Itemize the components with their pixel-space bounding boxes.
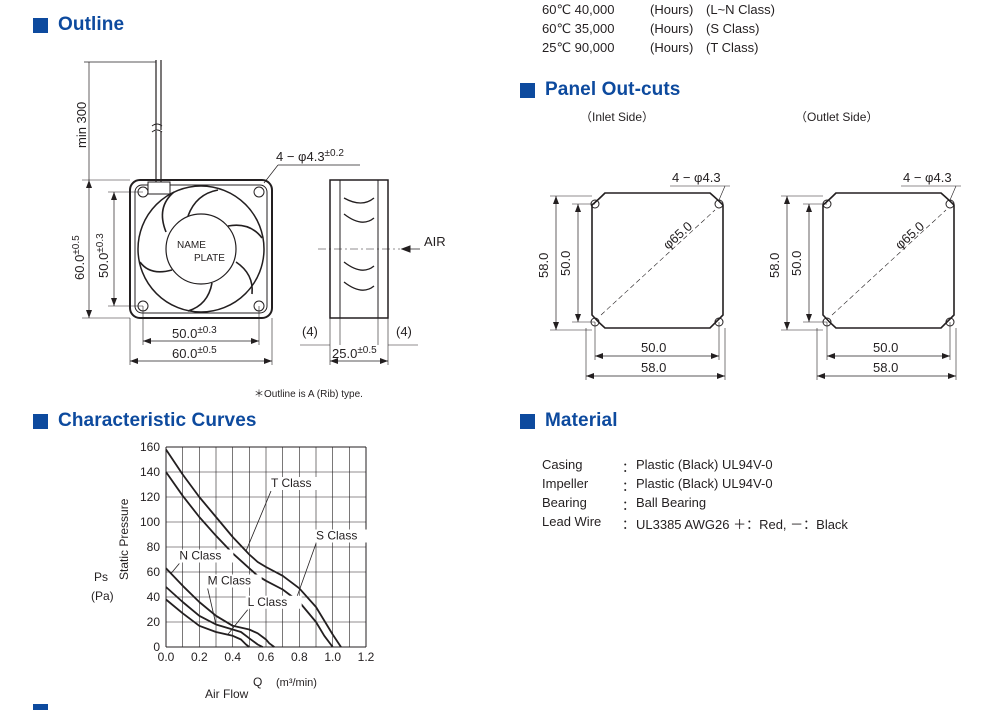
name-plate-hub <box>165 213 237 285</box>
height60-label: 60.0±0.5 <box>71 235 87 280</box>
series-leader <box>227 609 248 635</box>
series-leader <box>245 490 272 552</box>
series-label: M Class <box>208 574 251 588</box>
series-leader <box>170 563 180 574</box>
series-label-bg <box>269 477 325 490</box>
section-marker-icon <box>33 413 48 429</box>
name-plate-text: NAME <box>177 240 206 251</box>
side-dim-label: (4) <box>302 324 318 339</box>
y-symbol: Ps <box>94 570 108 584</box>
characteristic-curves-chart: 0.0 0.2 0.4 0.6 0.8 1.0 1.2 0 20 40 60 80 100 120 140 1… <box>91 440 375 701</box>
outlet-cutout <box>822 192 955 329</box>
panel-v50-label: 50.0 <box>558 251 573 276</box>
panel-section-title: Panel Out-cuts <box>520 79 680 101</box>
panel-dia-label: φ65.0 <box>892 219 927 253</box>
material-row: Bearing：Ball Bearing <box>542 495 707 513</box>
panel-v58-label: 58.0 <box>767 253 782 278</box>
y-axis-label: Static Pressure <box>117 498 131 580</box>
panel-hole-label: 4 − φ4.3 <box>903 170 952 185</box>
outlet-label: （Outlet Side） <box>795 110 878 124</box>
panel-h58-label: 58.0 <box>873 360 898 375</box>
x-symbol: Q <box>253 675 262 689</box>
series-label: L Class <box>248 595 288 609</box>
height50-label: 50.0±0.3 <box>95 233 111 278</box>
y-tick-label: 160 <box>140 440 160 454</box>
fan-front-view <box>129 179 273 319</box>
y-unit: (Pa) <box>91 589 114 603</box>
y-tick-label: 20 <box>147 615 161 629</box>
outline-note: ＊Outline is A (Rib) type. <box>254 389 363 400</box>
section-marker-icon <box>33 17 48 33</box>
depth-label: 25.0±0.5 <box>332 345 377 361</box>
side-dim-label: (4) <box>396 324 412 339</box>
y-tick-label: 60 <box>147 565 161 579</box>
series-label-bg <box>314 529 370 543</box>
panel-h58-label: 58.0 <box>641 360 666 375</box>
life-row: 60℃ 35,000 (Hours) (S Class) <box>542 21 760 36</box>
series-label: T Class <box>271 476 311 490</box>
series-label-bg <box>177 549 234 563</box>
panel-h50-label: 50.0 <box>641 340 666 355</box>
outline-drawing: min 300 4 − φ4.3±0.2 NAME PLATE 60.0±0.5… <box>71 60 446 365</box>
series-label-bg <box>245 595 302 609</box>
air-label: AIR <box>424 234 446 249</box>
mount-hole <box>253 186 265 198</box>
x-tick-label: 1.2 <box>358 650 375 664</box>
material-row: Lead Wire：UL3385 AWG26 ＋：Red, －：Black <box>542 514 848 532</box>
series-label: N Class <box>179 549 221 563</box>
material-row: Impeller：Plastic (Black) UL94V-0 <box>542 476 773 494</box>
y-tick-label: 80 <box>147 540 161 554</box>
curve-t-class <box>165 449 342 648</box>
x-tick-label: 0.6 <box>258 650 275 664</box>
lead-wire <box>155 60 162 130</box>
curves-section-title: Characteristic Curves <box>33 410 257 432</box>
series-label: S Class <box>316 529 357 543</box>
x-tick-label: 0.8 <box>291 650 308 664</box>
x-tick-label: 0.2 <box>191 650 208 664</box>
name-plate-text: PLATE <box>194 253 225 264</box>
y-tick-label: 40 <box>147 590 161 604</box>
panel-cutouts: （Inlet Side） （Outlet Side） <box>536 110 961 380</box>
inlet-label: （Inlet Side） <box>580 110 654 124</box>
curve-m-class <box>165 586 264 648</box>
material-section-title: Material <box>520 410 618 432</box>
next-section-marker <box>33 704 48 710</box>
series-leader <box>207 588 217 625</box>
x-axis-label: Air Flow <box>205 687 249 701</box>
width60-label: 60.0±0.5 <box>172 345 217 361</box>
hole-spec-label: 4 − φ4.3±0.2 <box>276 148 344 164</box>
x-tick-label: 0.0 <box>158 650 175 664</box>
y-tick-label: 100 <box>140 515 160 529</box>
y-tick-label: 120 <box>140 490 160 504</box>
panel-v58-label: 58.0 <box>536 253 551 278</box>
y-tick-label: 140 <box>140 465 160 479</box>
series-label-bg <box>205 574 262 588</box>
section-marker-icon <box>520 82 535 98</box>
x-tick-label: 0.4 <box>224 650 241 664</box>
section-marker-icon <box>520 413 535 429</box>
panel-dia-label: φ65.0 <box>660 219 695 253</box>
curve-l-class <box>165 598 250 648</box>
material-row: Casing：Plastic (Black) UL94V-0 <box>542 457 773 475</box>
life-row: 60℃ 40,000 (Hours) (L~N Class) <box>542 2 775 17</box>
min300-label: min 300 <box>74 102 89 148</box>
outline-section-title: Outline <box>33 14 124 36</box>
curve-n-class <box>165 567 275 648</box>
panel-h50-label: 50.0 <box>873 340 898 355</box>
x-unit: (m³/min) <box>276 677 317 689</box>
life-row: 25℃ 90,000 (Hours) (T Class) <box>542 40 759 55</box>
panel-v50-label: 50.0 <box>789 251 804 276</box>
inlet-cutout <box>591 192 724 329</box>
width50-label: 50.0±0.3 <box>172 325 217 341</box>
x-tick-label: 1.0 <box>324 650 341 664</box>
y-tick-label: 0 <box>153 640 160 654</box>
series-leader <box>295 543 317 600</box>
panel-hole-label: 4 − φ4.3 <box>672 170 721 185</box>
